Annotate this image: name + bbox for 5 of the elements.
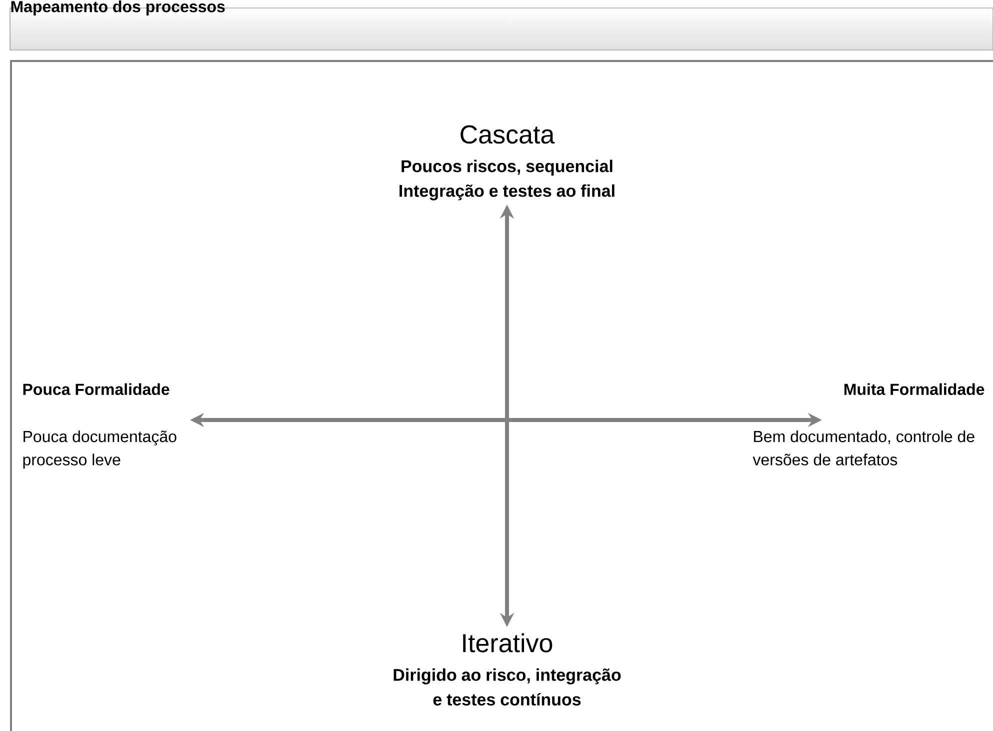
axis-label: Iterativo Dirigido ao risco, integração e testes contínuos xyxy=(394,633,621,706)
axis-label: Pouca Formalidade Pouca documentação processo leve xyxy=(23,383,176,469)
axis-label: Muita Formalidade Bem documentado, controle de versões de artefatos xyxy=(752,383,984,466)
title-bar: Mapeamento dos processos xyxy=(10,0,993,50)
axis-label: Cascata Poucos riscos, sequencial Integração e testes ao final xyxy=(400,125,614,200)
